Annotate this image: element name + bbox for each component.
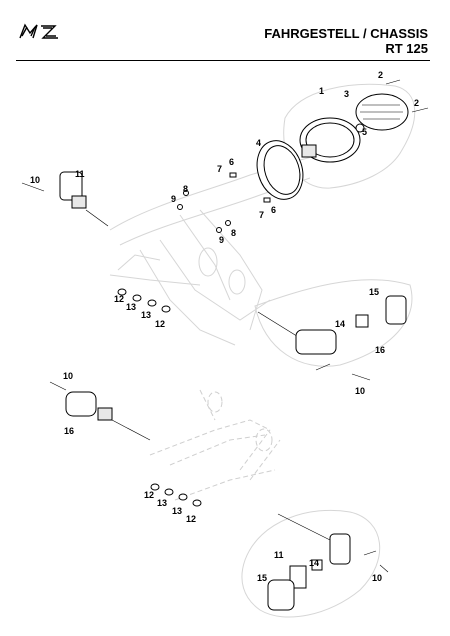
callout-10: 10 xyxy=(63,371,73,381)
callout-13: 13 xyxy=(157,498,167,508)
part-callouts: 1 2 2 3 4 5 6 6 7 7 8 8 9 9 10 10 10 10 … xyxy=(30,70,419,583)
callout-1: 1 xyxy=(319,86,324,96)
callout-7: 7 xyxy=(217,164,222,174)
callout-6: 6 xyxy=(271,205,276,215)
callout-3: 3 xyxy=(344,89,349,99)
callout-14: 14 xyxy=(309,558,319,568)
indicator-upper-left xyxy=(21,171,109,227)
callout-12: 12 xyxy=(144,490,154,500)
page-title: FAHRGESTELL / CHASSIS xyxy=(264,26,428,41)
washers-upper xyxy=(117,288,171,313)
callout-13: 13 xyxy=(172,506,182,516)
frame-outline-lower xyxy=(149,389,281,501)
header-divider xyxy=(16,60,430,61)
callout-14: 14 xyxy=(335,319,345,329)
callout-2: 2 xyxy=(378,70,383,80)
callout-11: 11 xyxy=(75,169,85,179)
indicator-lower-left xyxy=(49,381,151,441)
mz-logo xyxy=(19,23,58,39)
callout-8: 8 xyxy=(183,184,188,194)
callout-9: 9 xyxy=(171,194,176,204)
callout-12: 12 xyxy=(155,319,165,329)
callout-11: 11 xyxy=(274,550,284,560)
callout-16: 16 xyxy=(375,345,385,355)
callout-16: 16 xyxy=(64,426,74,436)
callout-9: 9 xyxy=(219,235,224,245)
callout-5: 5 xyxy=(362,127,367,137)
callout-10: 10 xyxy=(30,175,40,185)
callout-10: 10 xyxy=(372,573,382,583)
indicator-lower-right xyxy=(241,509,389,618)
callout-2: 2 xyxy=(414,98,419,108)
callout-15: 15 xyxy=(369,287,379,297)
callout-12: 12 xyxy=(186,514,196,524)
taillight-assembly xyxy=(283,79,429,189)
callout-7: 7 xyxy=(259,210,264,220)
fasteners-upper xyxy=(177,172,271,233)
taillight-ring xyxy=(256,140,304,200)
callout-13: 13 xyxy=(141,310,151,320)
model-name: RT 125 xyxy=(385,41,428,56)
callout-12: 12 xyxy=(114,294,124,304)
callout-4: 4 xyxy=(256,138,261,148)
callout-13: 13 xyxy=(126,302,136,312)
callout-10: 10 xyxy=(355,386,365,396)
washers-lower xyxy=(150,483,202,507)
indicator-upper-right xyxy=(254,279,413,381)
callout-6: 6 xyxy=(229,157,234,167)
callout-15: 15 xyxy=(257,573,267,583)
callout-8: 8 xyxy=(231,228,236,238)
